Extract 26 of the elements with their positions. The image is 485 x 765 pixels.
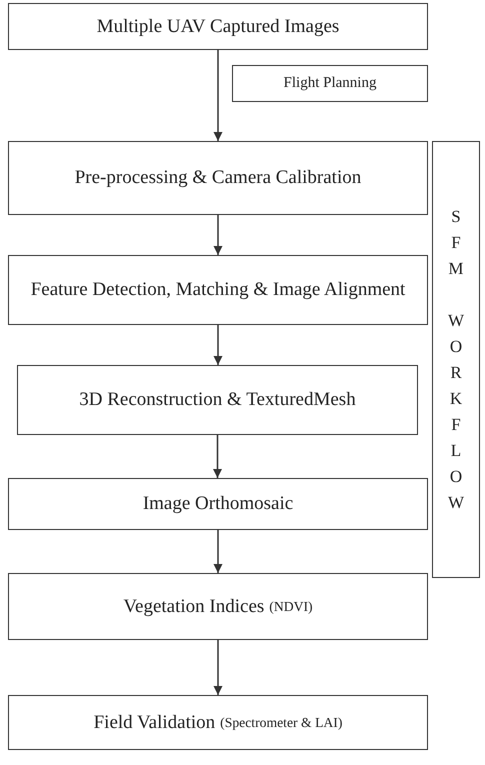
vertical-label-box (432, 141, 480, 578)
box-label: Multiple UAV Captured Images (96, 14, 340, 39)
process-box (8, 3, 428, 50)
vertical-label: SFM WORKFLOW (448, 206, 464, 514)
arrow (213, 435, 222, 478)
box-label: Image Orthomosaic (142, 492, 294, 516)
box-label: 3D Reconstruction & TexturedMesh (79, 388, 356, 412)
process-box (8, 478, 428, 530)
process-box (17, 365, 418, 435)
process-box (8, 695, 428, 750)
process-box (8, 573, 428, 640)
box-label: Flight Planning (284, 74, 376, 93)
arrow (214, 50, 222, 141)
box-label: Vegetation Indices (123, 594, 264, 619)
arrow (214, 215, 222, 255)
process-box (232, 65, 428, 102)
process-box (8, 255, 428, 325)
process-box (8, 141, 428, 215)
arrow (214, 640, 222, 695)
arrow (214, 325, 222, 365)
box-label: Pre-processing & Camera Calibration (74, 166, 362, 190)
box-note: (NDVI) (269, 598, 313, 616)
box-label: Feature Detection, Matching & Image Alignment (30, 278, 406, 302)
box-label: Field Validation (94, 710, 216, 735)
arrow (214, 530, 222, 573)
box-note: (Spectrometer & LAI) (220, 714, 342, 732)
